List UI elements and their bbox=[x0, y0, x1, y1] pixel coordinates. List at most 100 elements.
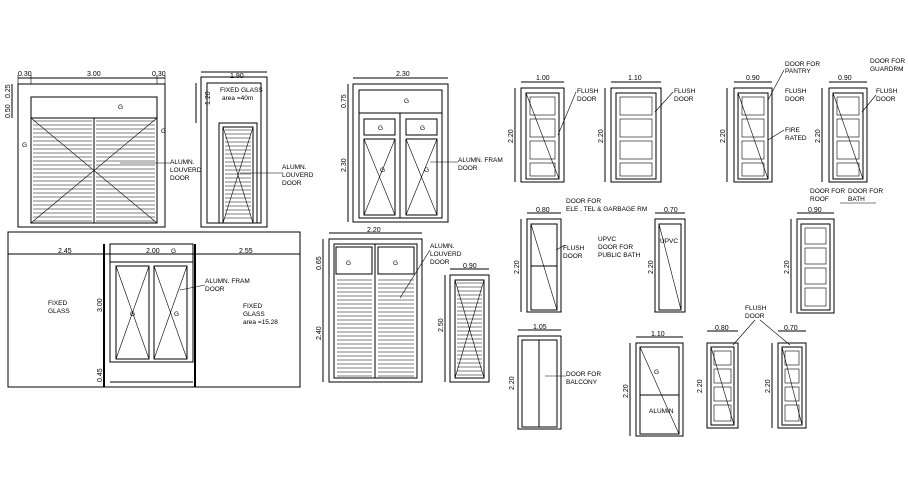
dim-d9-h: 2.20 bbox=[623, 384, 630, 398]
louvered-double-door: 2.20 0.65 2.40 G G ALUMN. LOUVERD DOOR bbox=[316, 227, 462, 383]
glass-mark: G bbox=[118, 104, 123, 111]
label-alum-louvered: LOUVERD bbox=[430, 251, 462, 258]
label-alum-louvered: DOOR bbox=[430, 259, 450, 266]
label-fixed-glass-area: area =40m bbox=[222, 95, 253, 102]
label-door-for-pantry: PANTRY bbox=[785, 68, 811, 75]
dim-d4-w: 0.90 bbox=[838, 75, 852, 82]
door-3-flush-pantry: 0.90 2.20 DOOR FOR PANTRY FLUSH DOOR FIR… bbox=[720, 61, 820, 183]
door-9-alumin: 1.10 2.20 G ALUMIN bbox=[623, 331, 684, 437]
door-1-flush: 1.00 2.20 FLUSH DOOR bbox=[508, 75, 599, 183]
label-door-for-balcony: DOOR FOR bbox=[566, 371, 601, 378]
dim-w3-side: 2.30 bbox=[341, 158, 348, 172]
dim-d7-h: 2.20 bbox=[784, 260, 791, 274]
label-flush-door: FLUSH bbox=[876, 88, 898, 95]
glass-mark: G bbox=[654, 369, 659, 376]
dim-d7-w: 0.90 bbox=[808, 207, 822, 214]
glass-mark: G bbox=[393, 260, 398, 267]
label-fixed-glass: GLASS bbox=[243, 311, 265, 318]
dim-d1-w: 1.00 bbox=[536, 75, 550, 82]
label-flush-door: DOOR bbox=[563, 253, 583, 260]
label-fire-rated: RATED bbox=[785, 135, 807, 142]
dim-d3-w: 0.90 bbox=[746, 75, 760, 82]
dim-big-right: 2.55 bbox=[239, 248, 253, 255]
label-upvc: UPVC bbox=[598, 236, 616, 243]
label-fixed-glass: GLASS bbox=[48, 308, 70, 315]
label-flush-door: DOOR bbox=[577, 96, 597, 103]
dim-lv2-h: 2.50 bbox=[438, 318, 445, 332]
label-alum-louvered: LOUVERD bbox=[170, 167, 202, 174]
dim-w1-left: 0.30 bbox=[18, 71, 32, 78]
glass-mark: G bbox=[424, 167, 429, 174]
label-alum-louvered: ALUMN. bbox=[282, 164, 307, 171]
window-3-aluminium-frame-door: 2.30 0.75 2.30 G G G G G ALUMN. FRAM DOO… bbox=[341, 71, 503, 223]
dim-d8-w: 1.05 bbox=[533, 324, 547, 331]
label-alum-louvered: DOOR bbox=[282, 180, 302, 187]
dim-lv-top: 0.65 bbox=[316, 256, 323, 270]
label-flush-door: DOOR bbox=[876, 96, 896, 103]
dim-w1-right: 0.30 bbox=[152, 71, 166, 78]
dim-w2-side: 1.20 bbox=[205, 91, 212, 105]
glass-mark: G bbox=[130, 311, 135, 318]
glass-mark: G bbox=[380, 167, 385, 174]
label-flush-door: FLUSH bbox=[563, 245, 585, 252]
dim-lv2-w: 0.90 bbox=[463, 263, 477, 270]
door-2-flush: 1.10 2.20 FLUSH DOOR bbox=[598, 75, 696, 183]
window-1-louvered-door: 0.30 3.00 0.30 0.50 0.25 G G G ALUMN. LO… bbox=[5, 71, 202, 228]
door-10-flush: 0.80 2.20 FLUSH DOOR bbox=[697, 305, 767, 429]
door-8-balcony: 1.05 2.20 DOOR FOR BALCONY bbox=[509, 324, 601, 430]
dim-big-left: 2.45 bbox=[58, 248, 72, 255]
dim-d10-h: 2.20 bbox=[697, 379, 704, 393]
glass-mark: G bbox=[378, 125, 383, 132]
label-flush-door: FLUSH bbox=[745, 305, 767, 312]
label-door-for-guardrm: GUARDRM bbox=[870, 66, 904, 73]
label-flush-door: FLUSH bbox=[674, 88, 696, 95]
label-door-for-pantry: DOOR FOR bbox=[785, 61, 820, 68]
label-fixed-glass: FIXED bbox=[243, 303, 262, 310]
dim-d9-w: 1.10 bbox=[651, 331, 665, 338]
dim-d10-w: 0.80 bbox=[715, 325, 729, 332]
door-11-flush: 0.70 2.20 bbox=[759, 319, 807, 429]
dim-big-bottom: 0.45 bbox=[97, 368, 104, 382]
label-door-for-roof: ROOF bbox=[810, 196, 829, 203]
glass-mark: G bbox=[161, 128, 166, 135]
label-alum-louvered: LOUVERD bbox=[282, 172, 314, 179]
dim-d2-h: 2.20 bbox=[598, 129, 605, 143]
glass-mark: G bbox=[174, 311, 179, 318]
label-upvc: DOOR FOR bbox=[598, 244, 633, 251]
label-flush-door: FLUSH bbox=[785, 88, 807, 95]
dim-w2-top: 1.90 bbox=[230, 73, 244, 80]
label-door-for-ele: DOOR FOR bbox=[566, 198, 601, 205]
label-flush-door: DOOR bbox=[785, 96, 805, 103]
dim-w1-top2: 0.25 bbox=[5, 84, 12, 98]
door-5-ele-tel-garbage: 0.80 2.20 DOOR FOR ELE , TEL & GARBAGE R… bbox=[514, 198, 647, 313]
dim-d2-w: 1.10 bbox=[628, 75, 642, 82]
dim-d6-w: 0.70 bbox=[664, 207, 678, 214]
louvered-single-door: 0.90 2.50 bbox=[438, 263, 490, 383]
dim-big-h: 3.00 bbox=[97, 298, 104, 312]
dim-d1-h: 2.20 bbox=[508, 129, 515, 143]
label-door-for-balcony: BALCONY bbox=[566, 379, 598, 386]
dim-d5-h: 2.20 bbox=[514, 260, 521, 274]
dim-big-mid: 2.00 bbox=[146, 248, 160, 255]
window-2-fixed-glass-louvered: 1.90 1.20 FIXED GLASS area =40m ALUMN. L… bbox=[195, 71, 314, 228]
dim-d5-w: 0.80 bbox=[536, 207, 550, 214]
label-alumin: ALUMIN bbox=[649, 408, 674, 415]
label-alum-fram-door: ALUMN. FRAM bbox=[458, 157, 503, 164]
label-fixed-glass: FIXED GLASS bbox=[220, 87, 263, 94]
label-fire-rated: FIRE bbox=[785, 127, 800, 134]
label-fixed-glass-area: area =15.28 bbox=[243, 319, 278, 326]
dim-w1-mid: 3.00 bbox=[87, 71, 101, 78]
label-alum-louvered: ALUMN. bbox=[430, 243, 455, 250]
dim-d3-h: 2.20 bbox=[720, 129, 727, 143]
dim-d6-h: 2.20 bbox=[648, 260, 655, 274]
label-flush-door: DOOR bbox=[745, 313, 765, 320]
door-7-roof-bath: 0.90 2.20 DOOR FOR ROOF DOOR FOR BATH bbox=[784, 188, 883, 314]
dim-w3-side-top: 0.75 bbox=[341, 94, 348, 108]
label-upvc: PUBLIC BATH bbox=[598, 252, 640, 259]
glass-mark: G bbox=[171, 248, 176, 255]
label-door-for-guardrm: DOOR FOR bbox=[870, 58, 905, 65]
label-alum-fram-door: DOOR bbox=[205, 286, 225, 293]
label-door-for-bath: BATH bbox=[848, 196, 865, 203]
glass-mark: G bbox=[420, 125, 425, 132]
